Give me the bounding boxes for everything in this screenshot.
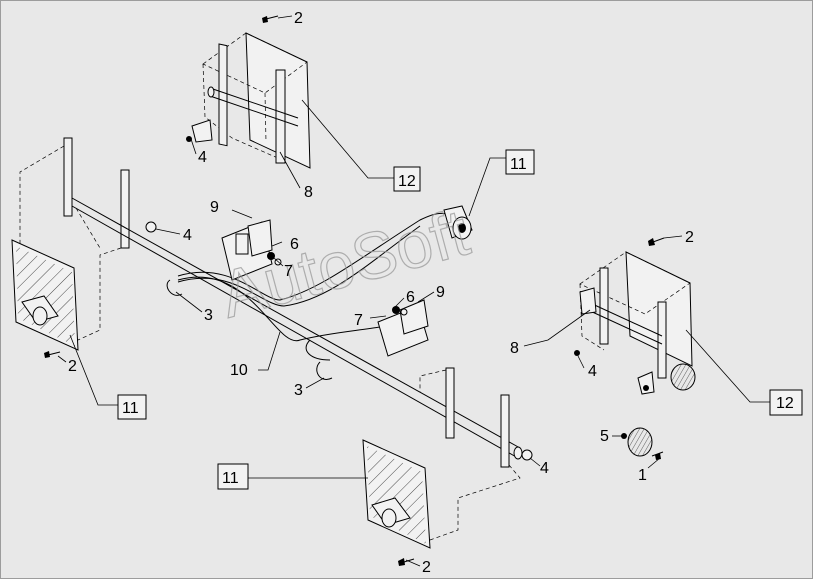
callout-7-left: 7 (284, 263, 293, 280)
left-uprights (19, 137, 130, 341)
bottom-warning-plate (362, 439, 431, 566)
left-warning-plate (11, 239, 79, 358)
callout-12-top: 12 (398, 173, 416, 190)
top-bracket-assembly (186, 15, 311, 169)
callout-4-top: 4 (198, 149, 207, 166)
callout-6-left: 6 (290, 236, 299, 253)
callout-box-11-left (117, 394, 147, 420)
watermark: AutoSoft (212, 195, 476, 332)
callout-3-right: 3 (294, 382, 303, 399)
callout-11-bottom: 11 (222, 470, 239, 487)
leader-lines (57, 15, 770, 567)
lamp-bracket-left (221, 219, 282, 281)
callout-4-bottom: 4 (540, 460, 549, 477)
callout-1: 1 (638, 467, 647, 484)
callout-2-right: 2 (685, 229, 694, 246)
callout-8-top: 8 (304, 184, 313, 201)
callout-box-11-plug (505, 149, 535, 175)
callout-10: 10 (230, 362, 248, 379)
callout-8-right: 8 (510, 340, 519, 357)
callout-4-left: 4 (183, 227, 192, 244)
callout-4-right: 4 (588, 363, 597, 380)
callout-box-12-right (769, 389, 803, 416)
callout-12-right: 12 (776, 395, 794, 412)
wiring-harness (166, 205, 473, 380)
right-bracket-assembly (574, 237, 696, 395)
main-beam (71, 197, 533, 541)
callout-7-right: 7 (354, 312, 363, 329)
callout-6-right: 6 (406, 289, 415, 306)
callout-2-bottom: 2 (422, 559, 431, 576)
callout-11-left: 11 (122, 400, 139, 417)
callout-9-left: 9 (210, 199, 219, 216)
callout-3-left: 3 (204, 307, 213, 324)
callout-5: 5 (600, 428, 609, 445)
callout-box-12-top (393, 166, 421, 192)
callout-11-plug: 11 (510, 156, 527, 173)
callout-9-right: 9 (436, 284, 445, 301)
reflector (621, 427, 664, 460)
callout-2-top: 2 (294, 10, 303, 27)
callout-box-11-bottom (217, 463, 249, 490)
lamp-bracket-right (377, 299, 429, 357)
callout-2-left: 2 (68, 358, 77, 375)
callout-labels: 2 4 8 12 11 9 6 7 4 3 2 11 10 6 9 7 3 2 … (68, 10, 794, 576)
